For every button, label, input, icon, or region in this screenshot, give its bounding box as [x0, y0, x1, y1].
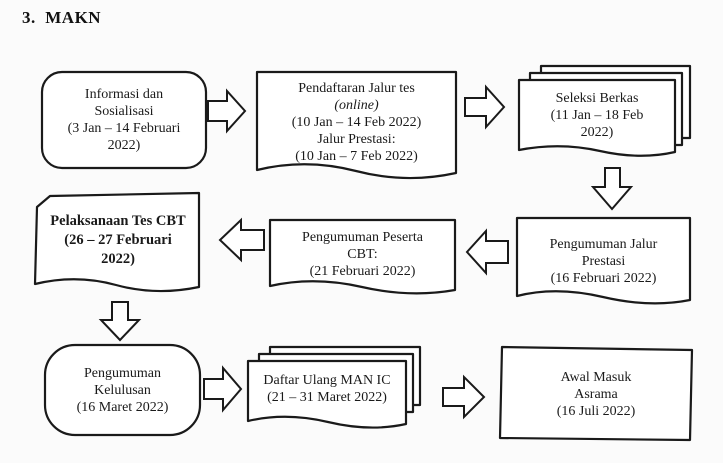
step-box-pelaksanaan — [33, 191, 201, 293]
seleksi-line-3: 2022) — [580, 124, 614, 140]
pengumuman-cbt-line-3: (21 Februari 2022) — [309, 263, 416, 279]
informasi-line-1: Informasi dan — [84, 87, 164, 102]
pendaftaran-line-4: Jalur Prestasi: — [317, 131, 396, 147]
step-text-pengumuman-prestasi: Pengumuman Jalur Prestasi (16 Februari 2… — [517, 226, 690, 296]
pelaksanaan-line-3: 2022) — [101, 250, 135, 267]
kelulusan-line-3: (16 Maret 2022) — [76, 399, 169, 415]
pendaftaran-line-1: Pendaftaran Jalur tes — [298, 80, 415, 96]
step-box-informasi — [40, 70, 208, 170]
step-text-pendaftaran: Pendaftaran Jalur tes (online) (10 Jan –… — [257, 76, 456, 168]
arrow-down-1 — [590, 167, 634, 211]
arrow-left-2 — [218, 217, 265, 263]
arrow-right-4 — [442, 374, 486, 420]
seleksi-line-1: Seleksi Berkas — [555, 90, 639, 106]
pelaksanaan-line-1: Pelaksanaan Tes CBT — [50, 212, 186, 229]
pengumuman-prestasi-line-3: (16 Februari 2022) — [550, 270, 657, 286]
pelaksanaan-line-2: (26 – 27 Februari — [64, 231, 172, 248]
kelulusan-line-1: Pengumuman — [84, 365, 161, 381]
asrama-line-3: (16 Juli 2022) — [556, 403, 636, 419]
step-text-pengumuman-cbt: Pengumuman Peserta CBT: (21 Februari 202… — [270, 222, 455, 286]
kelulusan-line-2: Kelulusan — [94, 382, 151, 398]
pendaftaran-line-5: (10 Jan – 7 Feb 2022) — [295, 148, 418, 164]
informasi-line-3: (3 Jan – 14 Februari — [67, 121, 181, 136]
section-title: MAKN — [45, 8, 102, 27]
informasi-line-2: Sosialisasi — [94, 104, 154, 119]
asrama-line-2: Asrama — [574, 386, 618, 402]
step-box-daftar-ulang — [246, 345, 422, 429]
step-box-pengumuman-cbt — [268, 218, 457, 295]
section-heading: 3. MAKN — [22, 8, 101, 28]
step-box-pendaftaran — [255, 70, 458, 180]
step-box-kelulusan — [43, 343, 202, 437]
step-text-asrama: Awal Masuk Asrama (16 Juli 2022) — [502, 350, 690, 438]
arrow-right-3 — [203, 365, 243, 413]
pengumuman-prestasi-line-2: Prestasi — [581, 253, 626, 269]
daftar-ulang-line-1: Daftar Ulang MAN IC — [263, 373, 391, 388]
pengumuman-prestasi-line-1: Pengumuman Jalur — [549, 236, 658, 252]
pengumuman-cbt-line-2: CBT: — [347, 246, 378, 262]
step-text-informasi: Informasi dan Sosialisasi (3 Jan – 14 Fe… — [42, 72, 206, 168]
step-box-seleksi — [517, 64, 692, 157]
arrow-right-1 — [207, 88, 247, 134]
pengumuman-cbt-line-1: Pengumuman Peserta — [302, 229, 423, 245]
step-text-daftar-ulang: Daftar Ulang MAN IC (21 – 31 Maret 2022) — [248, 364, 406, 414]
asrama-line-1: Awal Masuk — [560, 369, 632, 385]
daftar-ulang-line-2: (21 – 31 Maret 2022) — [267, 390, 387, 405]
informasi-line-4: 2022) — [107, 138, 141, 153]
arrow-left-1 — [465, 228, 509, 276]
step-text-kelulusan: Pengumuman Kelulusan (16 Maret 2022) — [45, 345, 200, 435]
pendaftaran-line-2: (online) — [334, 97, 379, 113]
step-box-pengumuman-prestasi — [515, 216, 692, 305]
step-text-seleksi: Seleksi Berkas (11 Jan – 18 Feb 2022) — [519, 82, 675, 148]
section-number: 3. — [22, 8, 36, 27]
step-box-asrama — [498, 345, 694, 442]
arrow-down-2 — [98, 301, 142, 342]
arrow-right-2 — [464, 84, 506, 130]
step-text-pelaksanaan: Pelaksanaan Tes CBT (26 – 27 Februari 20… — [37, 200, 199, 280]
pendaftaran-line-3: (10 Jan – 14 Feb 2022) — [291, 114, 422, 130]
seleksi-line-2: (11 Jan – 18 Feb — [550, 107, 644, 123]
